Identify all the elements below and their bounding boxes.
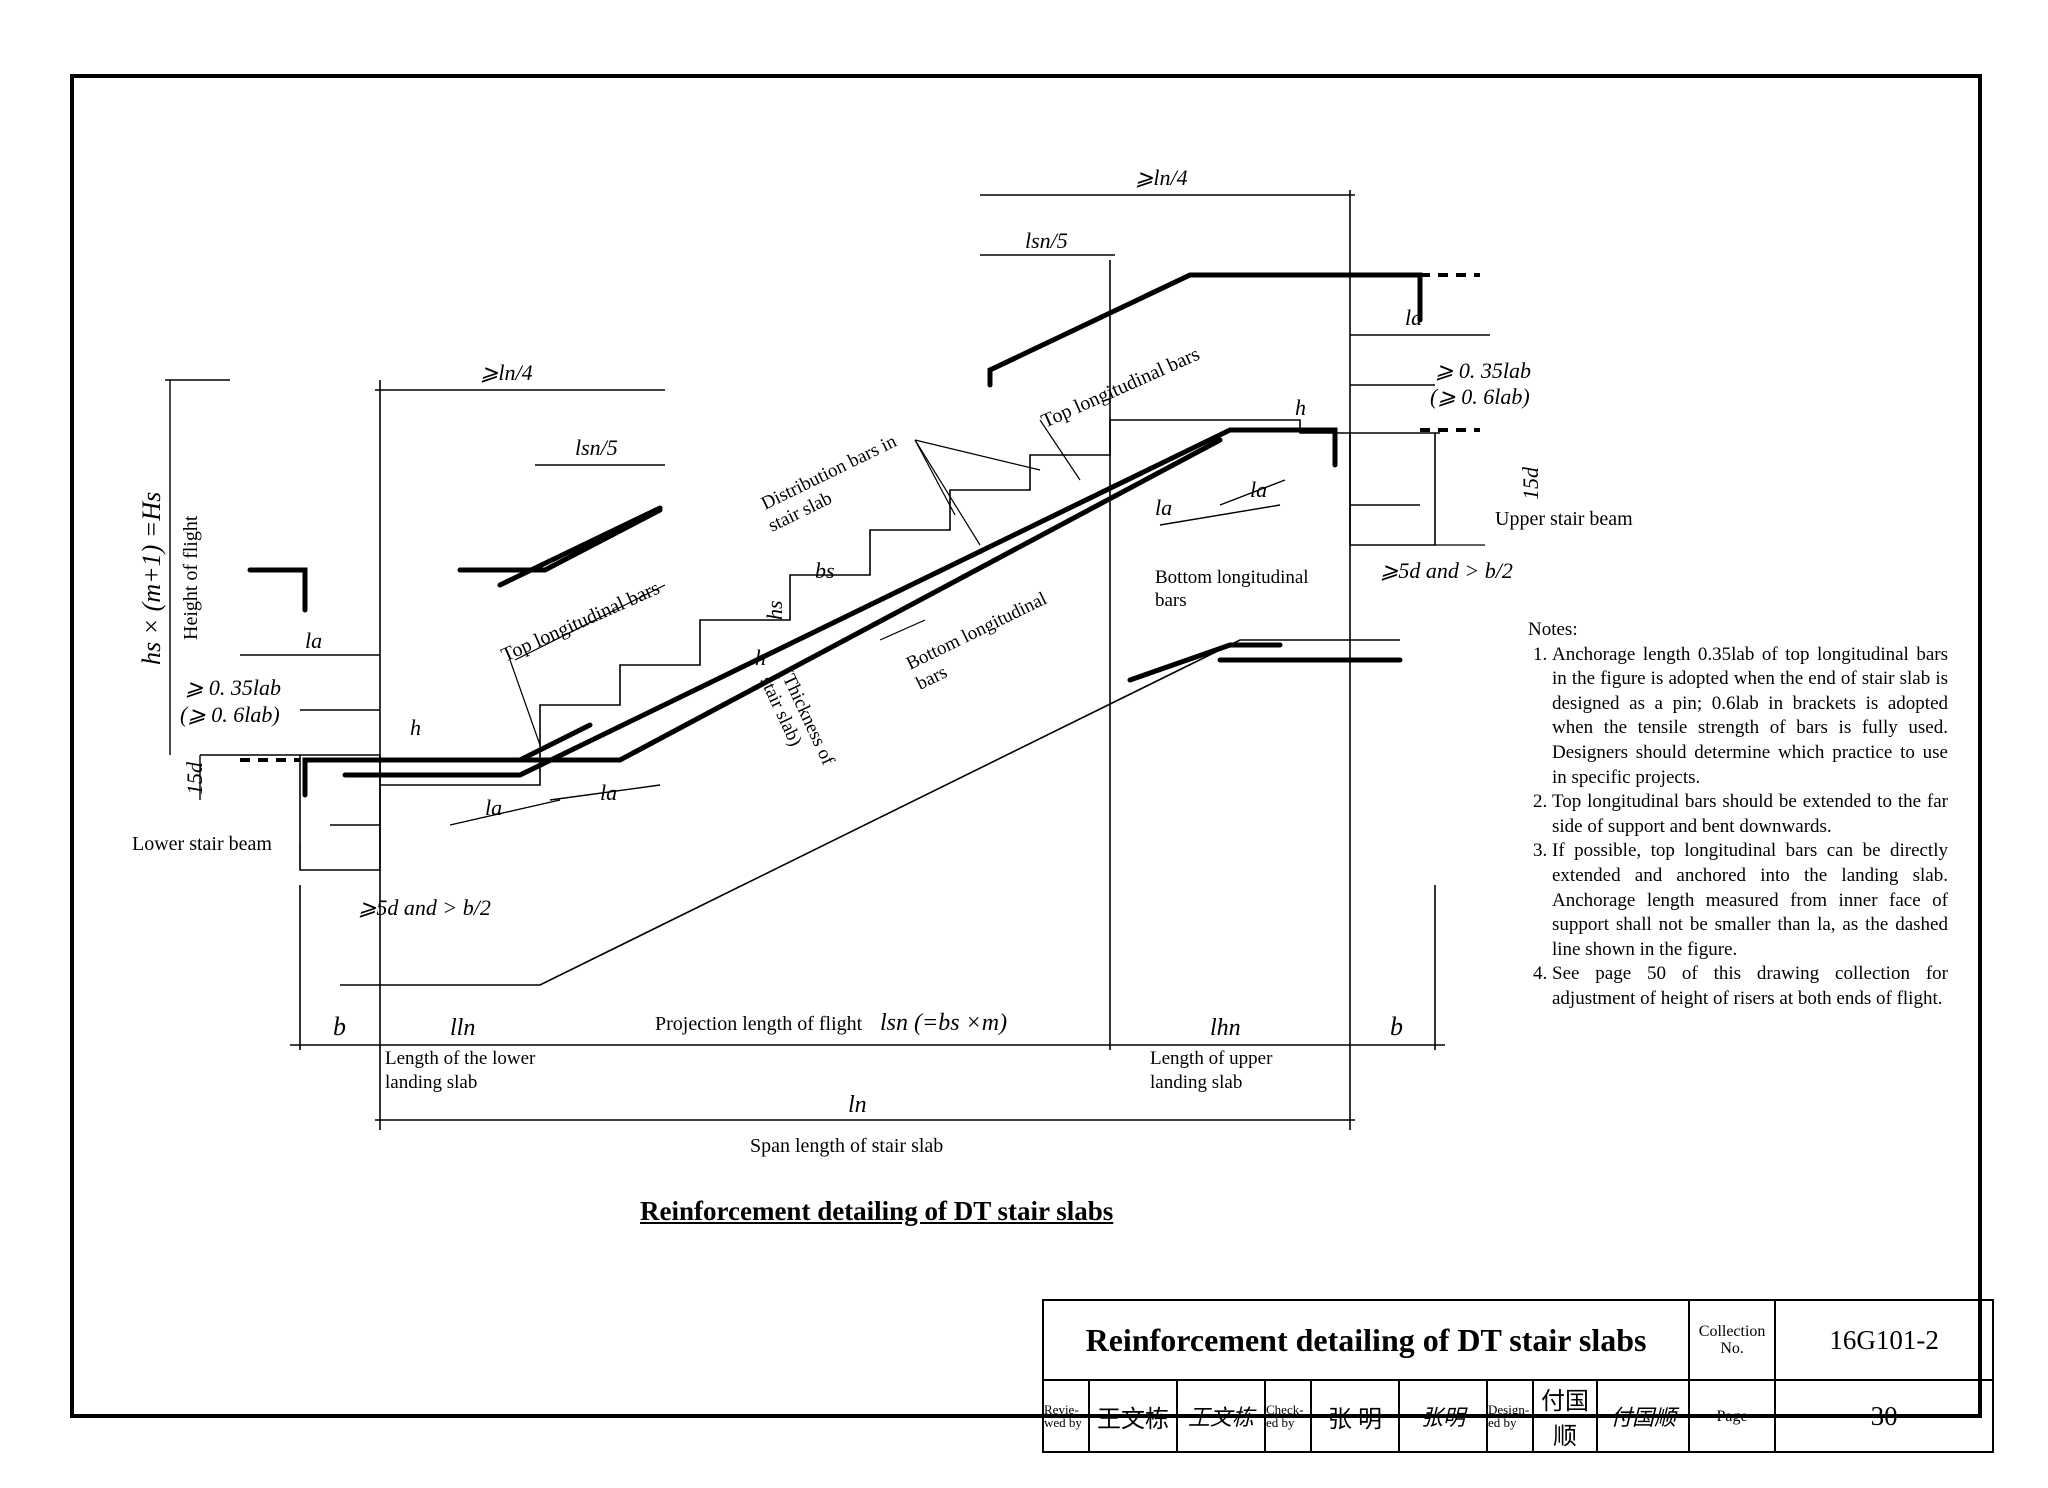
dashed-extensions [240,273,1480,762]
note-item: If possible, top longitudinal bars can b… [1552,839,1948,962]
notes-block: Notes: Anchorage length 0.35lab of top l… [1528,618,1948,1012]
label-la-b2: la [600,780,617,805]
reviewer-signature: 王文栋 [1176,1379,1266,1453]
label-ln4-left: ⩾ln/4 [480,360,533,385]
title-block: Reinforcement detailing of DT stair slab… [1041,1299,1995,1453]
drawing-border [70,74,1982,1418]
label-height-text: Height of flight [180,515,202,640]
label-b-left: b [333,1012,346,1041]
label-anch-left-br: (⩾ 0. 6lab) [180,702,280,727]
note-item: Anchorage length 0.35lab of top longitud… [1552,643,1948,791]
label-bottom-long-right-2: bars [1155,590,1187,611]
label-anch-right-br: (⩾ 0. 6lab) [1430,384,1530,409]
label-b-right: b [1390,1012,1403,1041]
page-label: Page [1688,1379,1777,1453]
label-lsn5-left: lsn/5 [575,435,618,460]
drawing-labels: ⩾ln/4 lsn/5 ⩾ln/4 lsn/5 la ⩾ 0. 35lab (⩾… [132,165,1633,1157]
notes-list: Anchorage length 0.35lab of top longitud… [1528,643,1948,1012]
drawing-caption: Reinforcement detailing of DT stair slab… [640,1196,1114,1226]
collection-number: 16G101-2 [1774,1299,1995,1381]
reviewed-label: Revie-wed by [1042,1379,1090,1453]
label-span-text: Span length of stair slab [750,1135,943,1157]
label-cond-right: ⩾5d and > b/2 [1380,558,1513,583]
label-bottom-long-mid-1: Bottom longitudinal [903,588,1050,674]
label-h-mid: h [755,645,766,670]
leader-lines [299,419,1485,870]
label-la-b4: la [1250,477,1267,502]
label-lhn: lhn [1210,1015,1241,1041]
label-lln-text-2: landing slab [385,1072,477,1093]
label-proj-text: Projection length of flight [655,1013,863,1035]
label-proj-formula: lsn (=bs ×m) [880,1010,1007,1036]
label-cond-left: ⩾5d and > b/2 [358,895,491,920]
label-lhn-text-2: landing slab [1150,1072,1242,1093]
label-lsn5-right: lsn/5 [1025,228,1068,253]
label-bs: bs [815,558,835,583]
label-d15-left: 15d [182,761,207,795]
label-lower-beam: Lower stair beam [132,833,272,855]
dimension-lines [165,194,1490,1121]
note-item: Top longitudinal bars should be extended… [1552,790,1948,839]
designer-name: 付国顺 [1532,1379,1598,1453]
collection-label: Collection No. [1688,1299,1777,1381]
label-top-long-left: Top longitudinal bars [498,577,663,667]
label-height-formula: hs × (m+1) =Hs [137,492,166,665]
label-ln: ln [848,1092,867,1118]
label-la-b3: la [1155,495,1172,520]
label-lln: lln [450,1015,475,1041]
notes-heading: Notes: [1528,619,1578,640]
checked-label: Check-ed by [1264,1379,1312,1453]
checker-signature: 张明 [1398,1379,1488,1453]
label-la-right-top: la [1405,305,1422,330]
label-upper-beam: Upper stair beam [1495,508,1633,530]
label-la-left-top: la [305,628,322,653]
note-item: See page 50 of this drawing collection f… [1552,962,1948,1011]
page-number: 30 [1774,1379,1995,1453]
label-h-left: h [410,715,421,740]
checker-name: 张 明 [1310,1379,1400,1453]
label-h-right: h [1295,395,1306,420]
label-hs: hs [762,600,787,620]
label-la-b1: la [485,795,502,820]
label-top-long-right: Top longitudinal bars [1038,343,1203,433]
label-anch-right: ⩾ 0. 35lab [1435,358,1531,383]
label-ln4-right: ⩾ln/4 [1135,165,1188,190]
label-bottom-long-right-1: Bottom longitudinal [1155,567,1309,588]
designed-label: Design-ed by [1486,1379,1534,1453]
label-lln-text-1: Length of the lower [385,1048,536,1069]
title-block-title: Reinforcement detailing of DT stair slab… [1041,1299,1691,1381]
reinforcement-bars [247,272,1423,798]
designer-signature: 付国顺 [1595,1379,1691,1453]
label-d15-right: 15d [1518,466,1543,500]
reviewer-name: 王文栋 [1088,1379,1178,1453]
label-anch-left: ⩾ 0. 35lab [185,675,281,700]
label-lhn-text-1: Length of upper [1150,1048,1273,1069]
